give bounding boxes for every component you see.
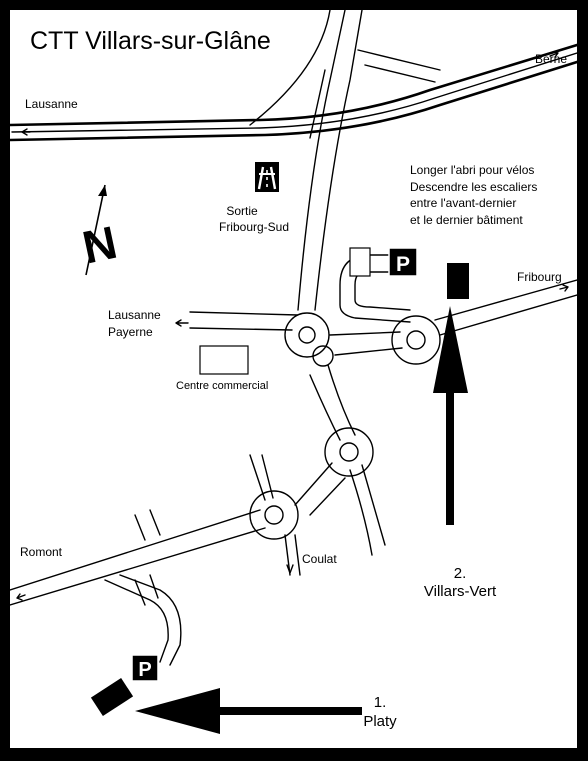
shopping-centre-building <box>199 345 249 375</box>
exit-label-line2: Fribourg-Sud <box>219 220 289 234</box>
map-drawing: N P P CTT Villars-sur-Glâne Berne Lausan… <box>10 10 577 734</box>
label-centre-commercial: Centre commercial <box>176 380 268 392</box>
parking-label-top: P <box>396 253 410 276</box>
instruction-line-4: et le dernier bâtiment <box>410 213 523 227</box>
road-romont <box>10 509 266 666</box>
route-1-name: Platy <box>363 713 397 730</box>
map-canvas: N P P CTT Villars-sur-Glâne Berne Lausan… <box>10 10 577 748</box>
label-romont: Romont <box>20 545 63 559</box>
exit-label-line1: Sortie <box>226 204 258 218</box>
roundabouts <box>249 312 441 540</box>
road-fribourg <box>329 279 577 356</box>
north-arrow-icon <box>85 184 107 276</box>
arrow-platy <box>135 688 362 734</box>
arrow-villars-vert <box>433 306 468 525</box>
label-lausanne: Lausanne <box>25 97 78 111</box>
highway-lausanne-berne <box>10 43 577 142</box>
motorway-icon <box>255 162 279 192</box>
instruction-line-2: Descendre les escaliers <box>410 180 537 194</box>
parking-label-bottom: P <box>138 659 151 681</box>
route-2-number: 2. <box>454 565 467 582</box>
instruction-line-3: entre l'avant-dernier <box>410 196 516 210</box>
parking-access-road <box>339 247 411 323</box>
north-label: N <box>78 216 121 274</box>
platy-building <box>90 677 134 717</box>
route-1-number: 1. <box>374 694 387 711</box>
label-lausanne-2: Lausanne <box>108 308 161 322</box>
label-fribourg: Fribourg <box>517 270 562 284</box>
target-building <box>447 263 469 299</box>
label-payerne: Payerne <box>108 325 153 339</box>
parking-sign-icon <box>131 654 159 682</box>
label-coulat: Coulat <box>302 552 337 566</box>
route-2-name: Villars-Vert <box>424 583 497 600</box>
instruction-line-1: Longer l'abri pour vélos <box>410 163 534 177</box>
parking-sign-icon <box>388 247 418 277</box>
map-title: CTT Villars-sur-Glâne <box>30 27 271 55</box>
road-south <box>249 364 386 576</box>
exit-ramps <box>249 10 441 311</box>
label-berne: Berne <box>535 52 567 66</box>
road-lausanne-payerne <box>175 311 299 331</box>
